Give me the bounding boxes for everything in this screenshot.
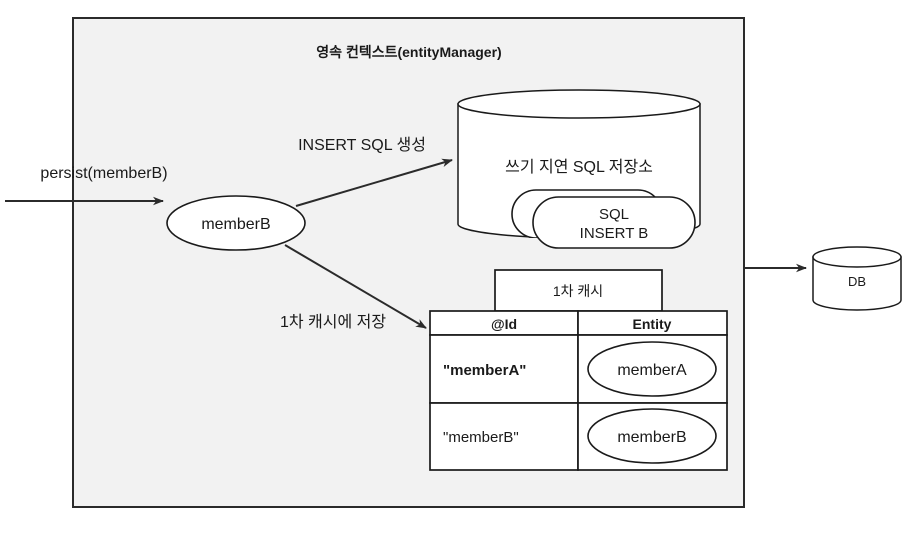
first-cache-table: 1차 캐시 @Id Entity "memberA" memberA "memb… [429, 269, 728, 471]
sql-store-title: 쓰기 지연 SQL 저장소 [505, 158, 653, 176]
row-0-id-cell [429, 334, 579, 404]
row-0-entity-node [587, 341, 717, 397]
queued-sql-front-line1: SQL [599, 206, 629, 223]
row-1-entity-node [587, 408, 717, 464]
database-label: DB [848, 274, 866, 289]
insert-sql-arrow-label: INSERT SQL 생성 [298, 136, 426, 154]
first-cache-tab-label: 1차 캐시 [553, 283, 603, 299]
row-0-id-label: "memberA" [443, 362, 526, 379]
queued-sql-front-line2: INSERT B [580, 225, 649, 242]
row-1-entity-cell [577, 402, 728, 471]
table-header-entity [577, 310, 728, 336]
row-1-id-label: "memberB" [443, 429, 519, 446]
member-b-entity-label: memberB [201, 216, 270, 233]
row-1-id-cell [429, 402, 579, 471]
first-cache-arrow-label: 1차 캐시에 저장 [280, 313, 386, 331]
table-header-id-label: @Id [491, 316, 517, 332]
database-cylinder [812, 246, 902, 311]
first-cache-tab [494, 269, 663, 312]
row-1-entity-label: memberB [617, 429, 686, 446]
row-0-entity-cell [577, 334, 728, 404]
persist-arrow-label: persist(memberB) [40, 165, 167, 182]
table-row: "memberA" memberA [429, 334, 728, 404]
table-header-entity-label: Entity [633, 316, 672, 332]
table-header-id [429, 310, 579, 336]
queued-sql-front: SQL INSERT B [532, 196, 696, 249]
table-row: "memberB" memberB [429, 402, 728, 471]
insert-sql-arrow [295, 158, 453, 207]
row-0-entity-label: memberA [617, 362, 687, 379]
persistence-context-title: 영속 컨텍스트(entityManager) [316, 44, 501, 60]
first-cache-arrow [284, 244, 427, 329]
member-b-entity-node [166, 195, 306, 251]
